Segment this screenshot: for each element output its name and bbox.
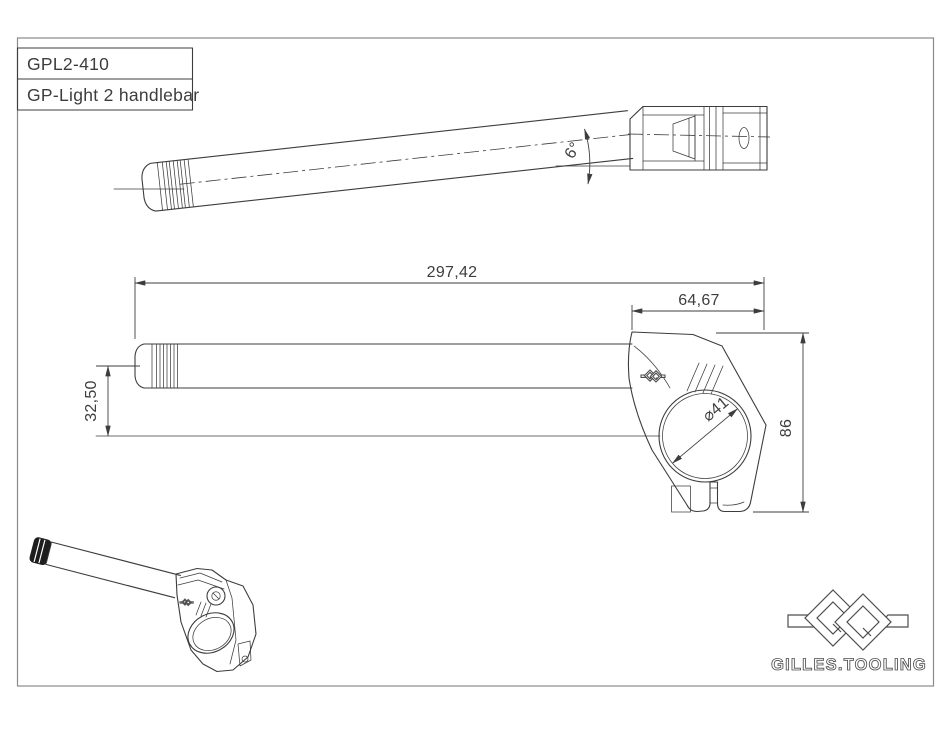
iso-clamp: [175, 567, 257, 673]
isometric-view: [29, 537, 257, 673]
drop-height-label: 32,50: [83, 380, 100, 422]
clamp-height-label: 86: [778, 419, 795, 437]
clamp-wedge: [672, 115, 696, 160]
dim-bore-diameter: ⌀41: [672, 394, 738, 464]
front-view: ⌀41 297,42 64,67 32,50 86: [83, 264, 809, 513]
title-block: GPL2-410 GP-Light 2 handlebar: [16, 47, 199, 111]
hatch-marks: [686, 362, 724, 395]
sheet-border: [16, 37, 935, 687]
iso-bolt-head: [206, 586, 226, 606]
part-number: GPL2-410: [27, 54, 109, 74]
gilles-logo-mark: [787, 589, 909, 651]
dim-drop: 32,50: [83, 365, 140, 437]
bore-circle: [662, 393, 748, 479]
bore-diameter-label: ⌀41: [700, 394, 733, 425]
clamp-fairing-line: [633, 345, 671, 389]
clamp-width-label: 64,67: [678, 292, 720, 309]
iso-engraved-logo: [179, 598, 194, 607]
clamp-centerline: [627, 133, 771, 138]
engraved-logo: [640, 369, 666, 383]
iso-foot-block: [237, 640, 252, 667]
top-view-tube: [141, 110, 634, 212]
front-view-tube: [134, 343, 633, 389]
top-view: 6°: [113, 105, 771, 212]
clamp-bolt-hole: [738, 127, 750, 149]
dim-overall-length: 297,42: [134, 264, 765, 339]
angle-dimension: 6°: [562, 128, 593, 185]
top-view-clamp: [555, 105, 771, 171]
part-name: GP-Light 2 handlebar: [27, 85, 199, 105]
tube-centerline: [179, 134, 631, 185]
dim-clamp-height: 86: [716, 332, 809, 513]
brand-logo: GILLES.TOOLING: [771, 589, 927, 674]
front-view-clamp: ⌀41: [627, 331, 767, 513]
bore-outer-circle: [658, 389, 752, 483]
angle-label: 6°: [562, 139, 585, 161]
iso-tube: [29, 537, 181, 599]
overall-length-label: 297,42: [427, 264, 478, 281]
brand-name: GILLES.TOOLING: [771, 656, 927, 674]
iso-bore: [187, 612, 235, 654]
iso-bar-end: [29, 537, 52, 565]
pinch-bolt-boss: [671, 485, 691, 513]
title-block-row-2: [16, 78, 194, 111]
iso-hatch-marks: [195, 601, 212, 618]
dim-clamp-width: 64,67: [631, 292, 765, 330]
